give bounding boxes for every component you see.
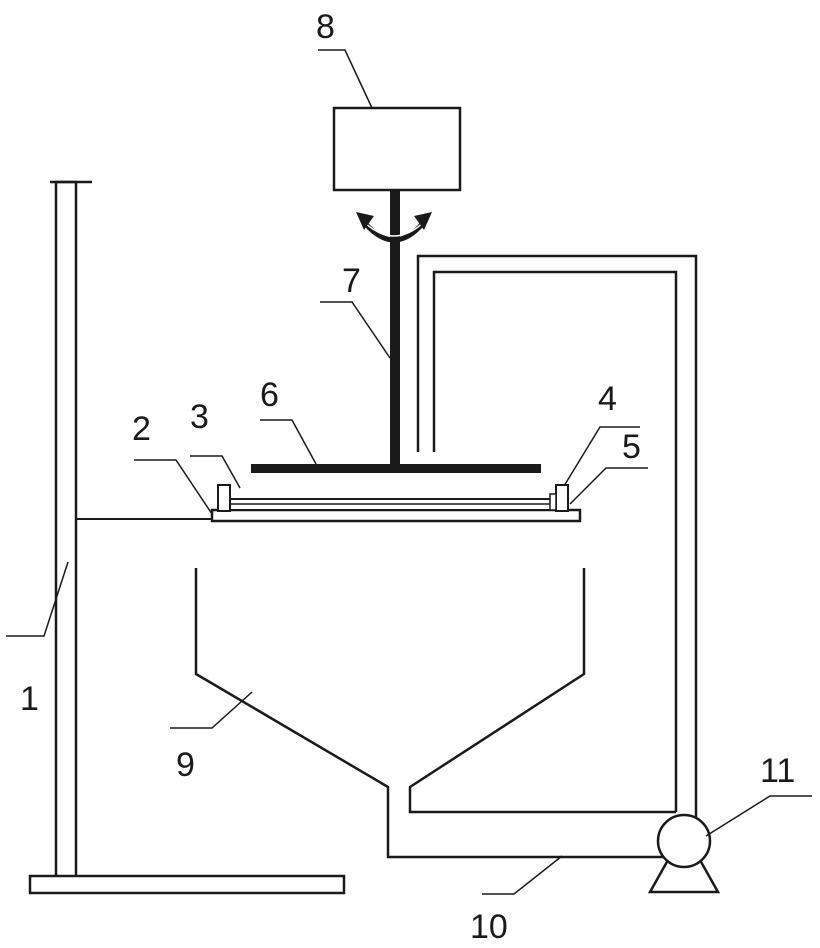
stand-base [28,874,346,895]
shaft [390,190,400,468]
motor-box [332,106,462,192]
label-2: 2 [132,410,151,448]
blade [251,464,541,473]
left-clamp [217,484,231,512]
label-7: 7 [342,262,361,300]
right-clamp [555,484,569,512]
label-8: 8 [316,8,335,46]
right-seal [549,493,557,511]
return-pipe [416,254,698,840]
label-4: 4 [598,380,617,418]
support-plate [210,508,582,523]
label-5: 5 [622,428,641,466]
stand [28,180,346,895]
label-6: 6 [260,376,279,414]
leader-lines [6,49,812,895]
label-9: 9 [176,746,195,784]
collection-funnel [194,568,676,859]
label-10: 10 [470,908,508,946]
label-11: 11 [760,752,795,790]
rotation-arrow-icon [356,212,432,243]
label-3: 3 [190,398,209,436]
pump-icon [647,813,721,894]
stand-post [54,180,78,880]
label-1: 1 [20,680,39,718]
